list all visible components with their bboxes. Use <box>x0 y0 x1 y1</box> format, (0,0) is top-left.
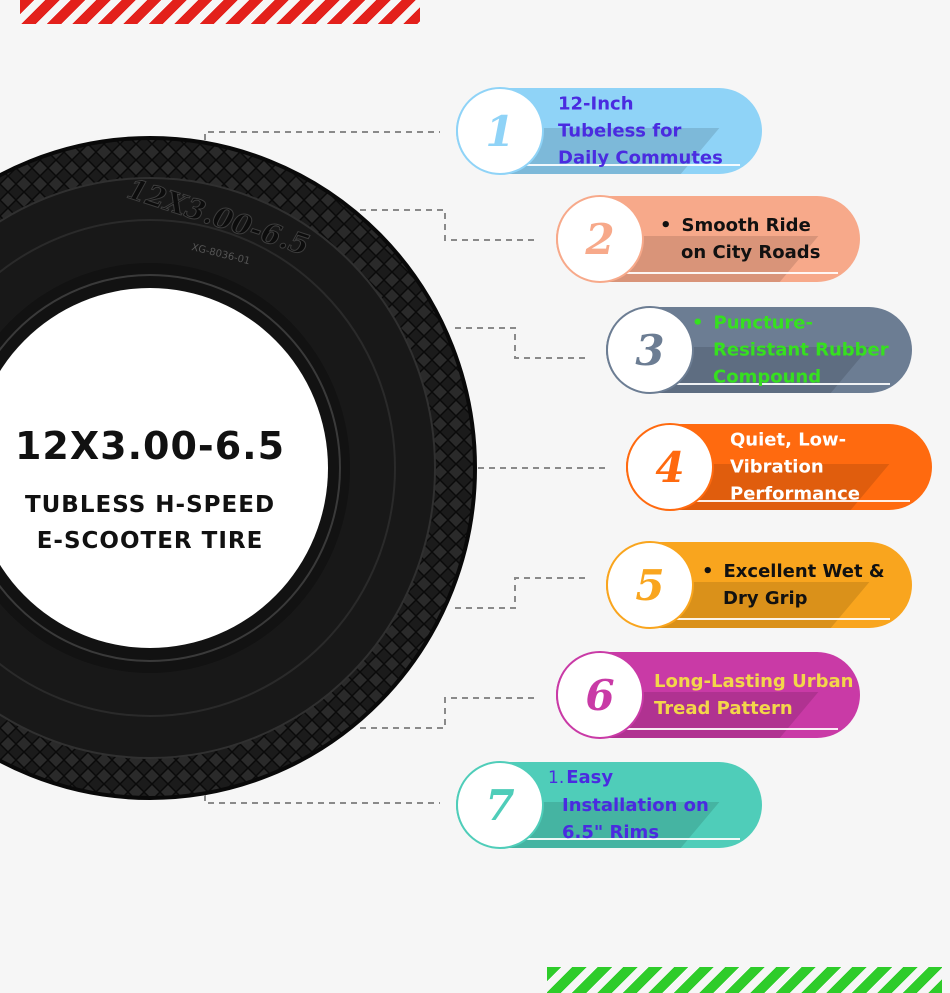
feature-text-line: 6.5" Rims <box>548 819 709 846</box>
feature-text: Smooth Ride on City Roads <box>660 212 820 266</box>
feature-text-line: Smooth Ride <box>660 212 820 239</box>
tire-desc-line-1: TUBLESS H-SPEED <box>24 492 276 518</box>
feature-number: 7 <box>485 780 515 830</box>
pill-underline <box>676 383 890 385</box>
feature-number-badge: 6 <box>556 651 644 739</box>
feature-text-content: on City Roads <box>681 242 821 263</box>
feature-text-content: Installation on <box>562 795 709 816</box>
feature-text-content: Vibration <box>730 456 824 478</box>
feature-text-line: Installation on <box>548 792 709 819</box>
pill-underline <box>626 728 838 730</box>
feature-text-line: Vibration <box>730 454 860 481</box>
feature-text-content: Tread Pattern <box>654 698 793 719</box>
feature-text-content: Excellent Wet & <box>723 561 885 582</box>
feature-text-line: 12-Inch <box>558 91 723 118</box>
pill-underline <box>626 272 838 274</box>
feature-number-badge: 5 <box>606 541 694 629</box>
feature-text-line: Quiet, Low- <box>730 427 860 454</box>
feature-text-line: Dry Grip <box>702 585 885 612</box>
feature-text-content: Smooth Ride <box>681 215 811 236</box>
feature-text-content: Easy <box>566 767 614 788</box>
feature-number: 3 <box>635 325 665 375</box>
tire-description: TUBLESS H-SPEED E-SCOOTER TIRE <box>0 487 300 559</box>
feature-text-line: Compound <box>692 364 889 391</box>
feature-text-line: Performance <box>730 481 860 508</box>
feature-text-line: on City Roads <box>660 239 820 266</box>
feature-number: 4 <box>655 442 685 492</box>
feature-pill-5: 5 Excellent Wet & Dry Grip <box>606 541 912 629</box>
pill-underline <box>676 618 890 620</box>
feature-number-badge: 7 <box>456 761 544 849</box>
bottom-green-stripes <box>547 967 942 993</box>
feature-text-content: Dry Grip <box>723 588 808 609</box>
feature-text-line: Long-Lasting Urban <box>654 668 853 695</box>
feature-number-badge: 1 <box>456 87 544 175</box>
tire-image: 12X3.00-6.5 XG-8036-01 <box>0 136 477 800</box>
pill-underline <box>526 838 740 840</box>
feature-number: 2 <box>585 214 615 264</box>
feature-text-content: Quiet, Low- <box>730 429 847 451</box>
feature-text-line: Tread Pattern <box>654 695 853 722</box>
feature-number-badge: 3 <box>606 306 694 394</box>
pill-underline <box>526 164 740 166</box>
feature-list-number: 1. <box>548 768 565 788</box>
tire-desc-line-2: E-SCOOTER TIRE <box>36 528 264 554</box>
feature-text-line: 1.Easy <box>548 764 709 792</box>
feature-text-content: Long-Lasting Urban <box>654 671 854 692</box>
feature-number: 1 <box>485 106 515 156</box>
top-red-stripes <box>20 0 420 24</box>
feature-text-line: Resistant Rubber <box>692 337 889 364</box>
feature-text-line: Daily Commutes <box>558 145 723 172</box>
feature-text-content: Puncture- <box>713 312 813 334</box>
feature-text-content: Tubeless for <box>558 120 682 142</box>
feature-text-content: Resistant Rubber <box>713 339 889 361</box>
feature-text: Excellent Wet & Dry Grip <box>702 558 885 612</box>
feature-text-content: 12-Inch <box>558 93 634 115</box>
feature-text-line: Excellent Wet & <box>702 558 885 585</box>
feature-text-content: Daily Commutes <box>558 147 723 169</box>
feature-pill-2: 2 Smooth Ride on City Roads <box>556 195 860 283</box>
feature-text-content: 6.5" Rims <box>562 822 660 843</box>
feature-number-badge: 2 <box>556 195 644 283</box>
feature-number: 6 <box>585 670 615 720</box>
feature-text-line: Tubeless for <box>558 118 723 145</box>
feature-number-badge: 4 <box>626 423 714 511</box>
tire-size-label: 12X3.00-6.5 <box>14 424 286 468</box>
feature-text-line: Puncture- <box>692 310 889 337</box>
feature-text-content: Performance <box>730 483 860 505</box>
feature-number: 5 <box>635 560 665 610</box>
feature-text-content: Compound <box>713 366 822 388</box>
pill-underline <box>696 500 910 502</box>
